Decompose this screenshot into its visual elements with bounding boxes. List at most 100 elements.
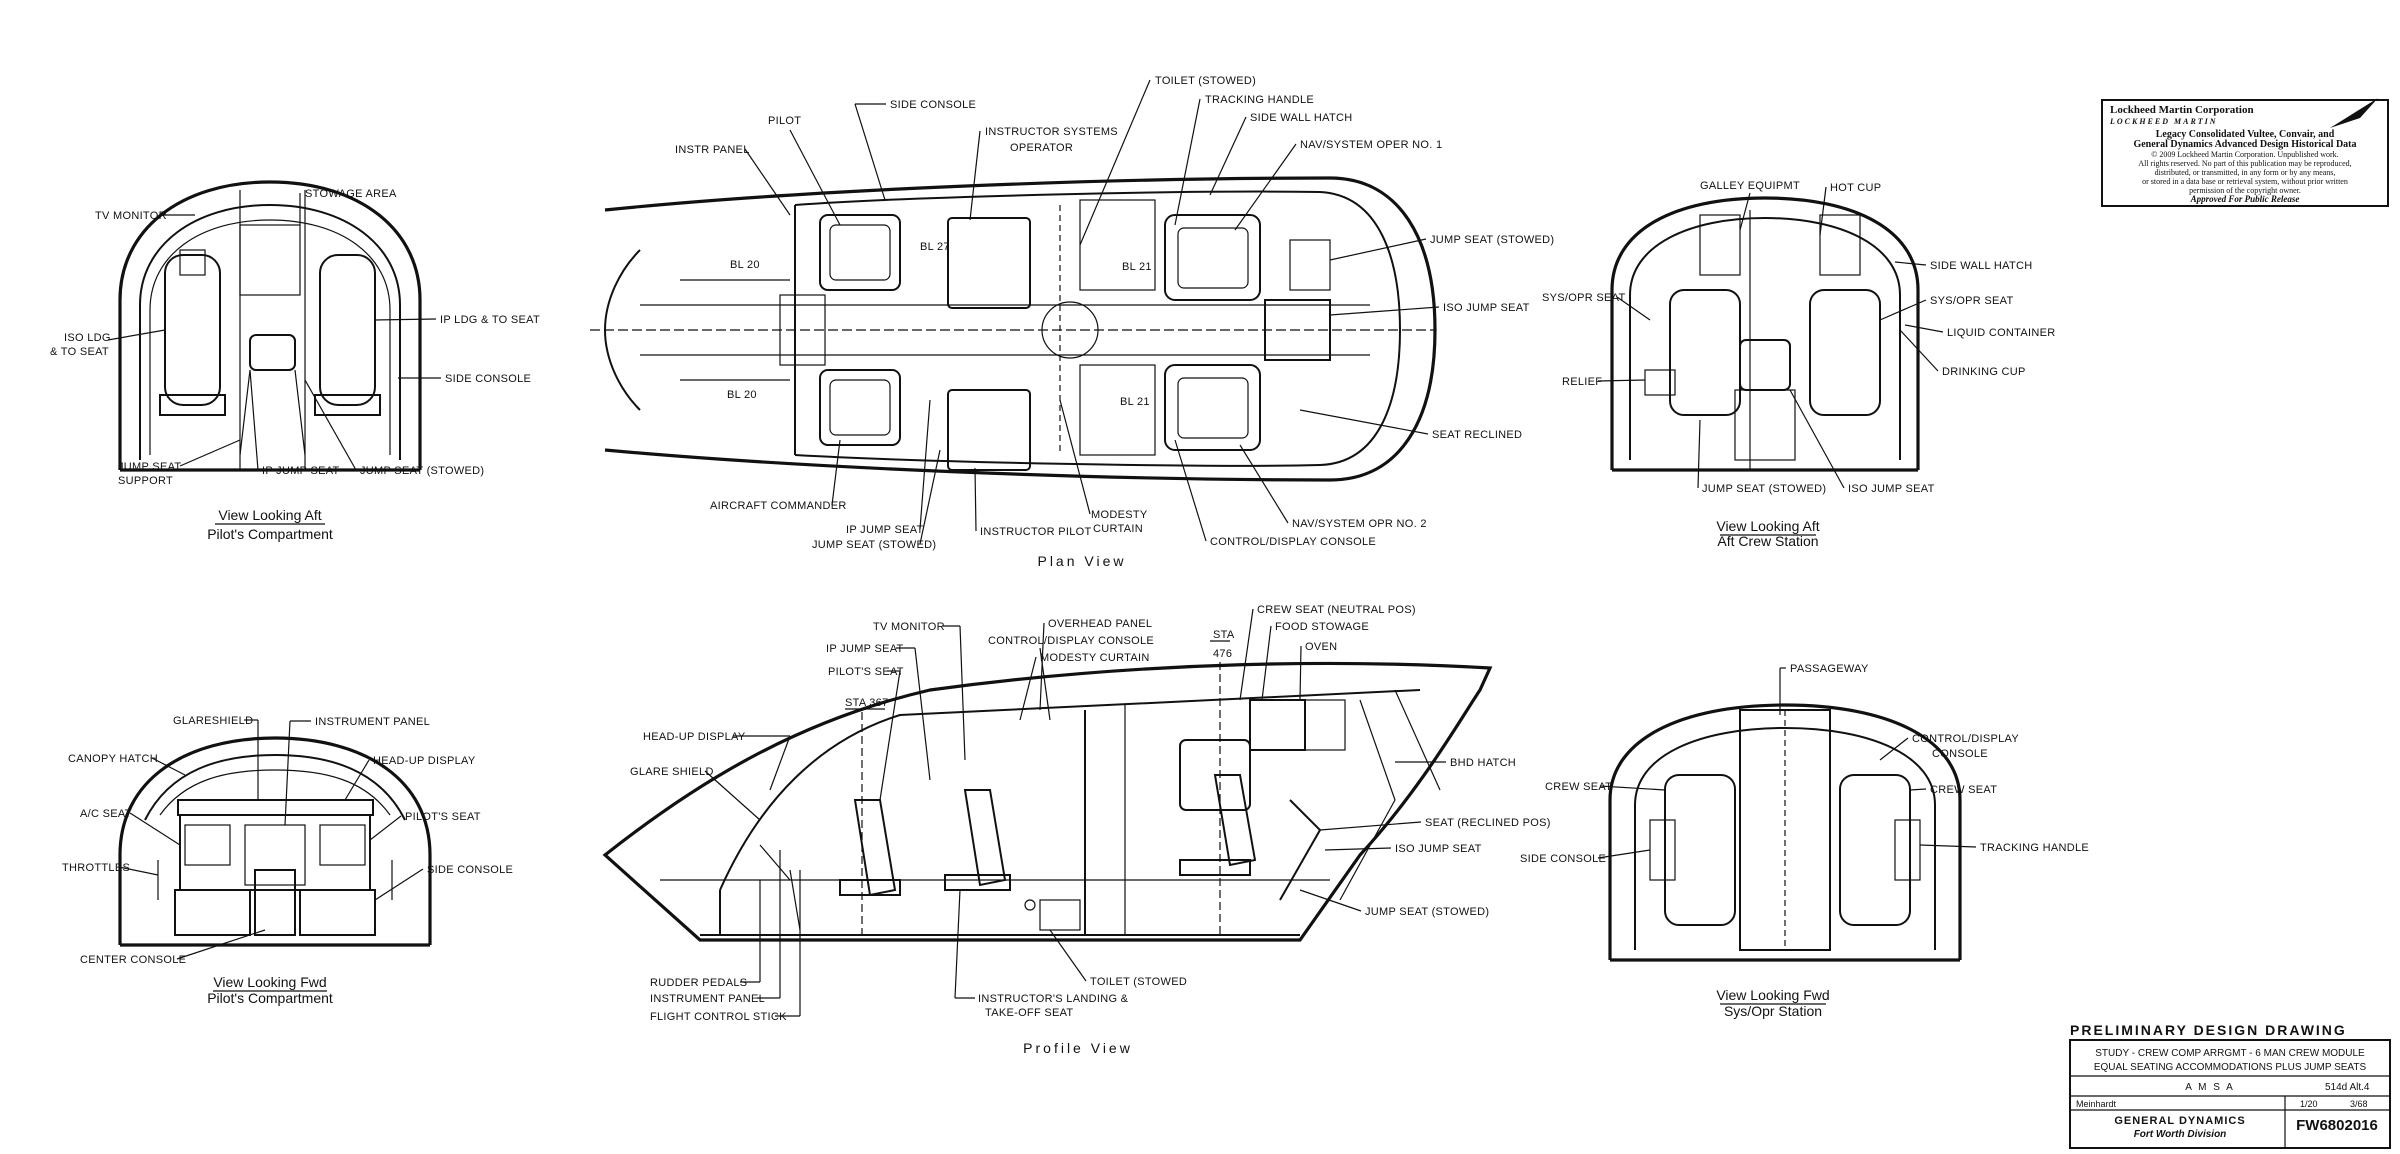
caption-fwd-pilot-2: Pilot's Compartment bbox=[207, 990, 333, 1006]
caption-fwd-pilot-1: View Looking Fwd bbox=[213, 974, 326, 990]
plan-label-instructor-pilot: INSTRUCTOR PILOT bbox=[980, 526, 1092, 538]
title-study-line1: STUDY - CREW COMP ARRGMT - 6 MAN CREW MO… bbox=[2095, 1048, 2365, 1059]
plan-label-nav-oper-1: NAV/SYSTEM OPER NO. 1 bbox=[1300, 139, 1442, 151]
label-tv-monitor: TV MONITOR bbox=[95, 210, 167, 222]
lockheed-martin-logo-text: LOCKHEED MARTIN bbox=[2109, 117, 2218, 126]
title-block: PRELIMINARY DESIGN DRAWING STUDY - CREW … bbox=[2069, 1022, 2391, 1149]
view-fwd-sys-opr-station: PASSAGEWAY CONTROL/DISPLAY CONSOLE CREW … bbox=[1520, 663, 2089, 1019]
fwd-label-hud: HEAD-UP DISPLAY bbox=[373, 755, 476, 767]
lockheed-star-logo-icon bbox=[2330, 98, 2378, 128]
plan-label-jump-seat-stowed-2: JUMP SEAT (STOWED) bbox=[812, 539, 936, 551]
fwd-sys-label-crew-seat-left: CREW SEAT bbox=[1545, 781, 1612, 793]
plan-label-side-wall-hatch: SIDE WALL HATCH bbox=[1250, 112, 1353, 124]
title-scale: 1/20 bbox=[2300, 1099, 2318, 1109]
aft-crew-label-drinking-cup: DRINKING CUP bbox=[1942, 366, 2026, 378]
left-seat bbox=[164, 254, 221, 406]
fwd-label-instrument-panel: INSTRUMENT PANEL bbox=[315, 716, 430, 728]
profile-label-bhd-hatch: BHD HATCH bbox=[1450, 757, 1516, 769]
profile-label-pilots-seat: PILOT'S SEAT bbox=[828, 666, 904, 678]
profile-label-instrument-panel: INSTRUMENT PANEL bbox=[650, 993, 765, 1005]
label-jump-seat-support-2: SUPPORT bbox=[118, 475, 173, 487]
profile-label-toilet-stowed: TOILET (STOWED bbox=[1090, 976, 1187, 988]
copyright-release: Approved For Public Release bbox=[2190, 194, 2300, 204]
label-side-console: SIDE CONSOLE bbox=[445, 373, 531, 385]
fwd-sys-label-crew-seat-right: CREW SEAT bbox=[1930, 784, 1997, 796]
aft-crew-label-iso-jump: ISO JUMP SEAT bbox=[1848, 483, 1935, 495]
aft-crew-label-jump-stowed: JUMP SEAT (STOWED) bbox=[1702, 483, 1826, 495]
copyright-line8: permission of the copyright owner. bbox=[2189, 186, 2301, 195]
fwd-label-canopy-hatch: CANOPY HATCH bbox=[68, 753, 158, 765]
profile-label-hud: HEAD-UP DISPLAY bbox=[643, 731, 746, 743]
profile-view: TV MONITOR IP JUMP SEAT PILOT'S SEAT STA… bbox=[602, 604, 1551, 1056]
title-company: GENERAL DYNAMICS bbox=[2114, 1115, 2245, 1127]
fwd-sys-label-control-display-2: CONSOLE bbox=[1932, 748, 1988, 760]
fwd-sys-label-side-console: SIDE CONSOLE bbox=[1520, 853, 1606, 865]
fwd-sys-outline bbox=[1608, 703, 1962, 960]
aft-crew-label-side-wall-hatch: SIDE WALL HATCH bbox=[1930, 260, 2033, 272]
fwd-label-glareshield: GLARESHIELD bbox=[173, 715, 253, 727]
fwd-label-side-console: SIDE CONSOLE bbox=[427, 864, 513, 876]
aft-crew-label-liquid: LIQUID CONTAINER bbox=[1947, 327, 2056, 339]
title-drawing-number: FW6802016 bbox=[2296, 1117, 2378, 1134]
plan-label-iso-jump-seat: ISO JUMP SEAT bbox=[1443, 302, 1530, 314]
plan-label-toilet-stowed: TOILET (STOWED) bbox=[1155, 75, 1256, 87]
plan-label-instructor-systems-1: INSTRUCTOR SYSTEMS bbox=[985, 126, 1118, 138]
fwd-label-center-console: CENTER CONSOLE bbox=[80, 954, 186, 966]
instructor-systems-seat bbox=[947, 217, 1031, 309]
label-jump-seat-support-1: JUMP SEAT bbox=[118, 461, 181, 473]
profile-label-sta-476-1: STA bbox=[1213, 629, 1235, 641]
aft-crew-label-sys-opr-right: SYS/OPR SEAT bbox=[1930, 295, 2013, 307]
copyright-line4: © 2009 Lockheed Martin Corporation. Unpu… bbox=[2151, 150, 2338, 159]
caption-fwd-sys-1: View Looking Fwd bbox=[1716, 987, 1829, 1003]
label-jump-seat-stowed: JUMP SEAT (STOWED) bbox=[360, 465, 484, 477]
caption-profile-view: Profile View bbox=[1023, 1040, 1133, 1056]
label-ip-jump-seat: IP JUMP SEAT bbox=[262, 465, 340, 477]
copyright-line2: Legacy Consolidated Vultee, Convair, and bbox=[2156, 129, 2335, 140]
plan-label-side-console: SIDE CONSOLE bbox=[890, 99, 976, 111]
caption-plan-view: Plan View bbox=[1037, 553, 1126, 569]
commander-seat bbox=[819, 369, 901, 446]
profile-label-overhead-panel: OVERHEAD PANEL bbox=[1048, 618, 1152, 630]
plan-label-control-display: CONTROL/DISPLAY CONSOLE bbox=[1210, 536, 1376, 548]
profile-label-instructor-seat-1: INSTRUCTOR'S LANDING & bbox=[978, 993, 1129, 1005]
view-fwd-pilot-compartment: GLARESHIELD INSTRUMENT PANEL CANOPY HATC… bbox=[62, 715, 513, 1006]
title-division: Fort Worth Division bbox=[2134, 1129, 2227, 1140]
profile-label-seat-reclined: SEAT (RECLINED POS) bbox=[1425, 817, 1551, 829]
profile-outline bbox=[602, 661, 1493, 942]
label-ip-ldg-seat: IP LDG & TO SEAT bbox=[440, 314, 540, 326]
plan-label-bl20-bottom: BL 20 bbox=[727, 389, 757, 401]
copyright-line7: or stored in a data base or retrieval sy… bbox=[2142, 177, 2348, 186]
plan-label-modesty-2: CURTAIN bbox=[1093, 523, 1143, 535]
title-drawn-by: Meinhardt bbox=[2076, 1099, 2117, 1109]
copyright-line3: General Dynamics Advanced Design Histori… bbox=[2133, 139, 2356, 150]
nav-oper-2-seat bbox=[1164, 364, 1261, 451]
pilot-seat-profile bbox=[853, 799, 897, 897]
profile-label-tv-monitor: TV MONITOR bbox=[873, 621, 945, 633]
fwd-pilot-outline bbox=[118, 736, 432, 945]
profile-label-crew-seat-neutral: CREW SEAT (NEUTRAL POS) bbox=[1257, 604, 1416, 616]
view-aft-pilot-compartment: TV MONITOR STOWAGE AREA ISO LDG & TO SEA… bbox=[50, 180, 540, 542]
plan-label-jump-seat-stowed: JUMP SEAT (STOWED) bbox=[1430, 234, 1554, 246]
plan-label-modesty-1: MODESTY bbox=[1091, 509, 1148, 521]
plan-label-tracking-handle: TRACKING HANDLE bbox=[1205, 94, 1314, 106]
caption-aft-crew-1: View Looking Aft bbox=[1716, 518, 1819, 534]
plan-label-bl21-top: BL 21 bbox=[1122, 261, 1152, 273]
fwd-label-ac-seat: A/C SEAT bbox=[80, 808, 132, 820]
jump-seat bbox=[249, 334, 296, 371]
profile-label-sta-476-2: 476 bbox=[1213, 648, 1232, 660]
fwd-label-pilots-seat: PILOT'S SEAT bbox=[405, 811, 481, 823]
profile-label-jump-seat-stowed: JUMP SEAT (STOWED) bbox=[1365, 906, 1489, 918]
crew-seat-profile bbox=[1213, 774, 1257, 867]
copyright-line1: Lockheed Martin Corporation bbox=[2110, 104, 2254, 116]
right-seat bbox=[319, 254, 376, 406]
title-config: 514d Alt.4 bbox=[2325, 1082, 2370, 1093]
fwd-label-throttles: THROTTLES bbox=[62, 862, 130, 874]
view-aft-crew-station: GALLEY EQUIPMT HOT CUP SIDE WALL HATCH S… bbox=[1542, 180, 2056, 549]
aft-crew-outline bbox=[1610, 196, 1920, 470]
title-study-line2: EQUAL SEATING ACCOMMODATIONS PLUS JUMP S… bbox=[2094, 1062, 2367, 1073]
plan-label-instructor-systems-2: OPERATOR bbox=[1010, 142, 1073, 154]
aft-crew-label-sys-opr-left: SYS/OPR SEAT bbox=[1542, 292, 1625, 304]
profile-label-rudder-pedals: RUDDER PEDALS bbox=[650, 977, 747, 989]
profile-label-modesty-curtain: MODESTY CURTAIN bbox=[1040, 652, 1150, 664]
